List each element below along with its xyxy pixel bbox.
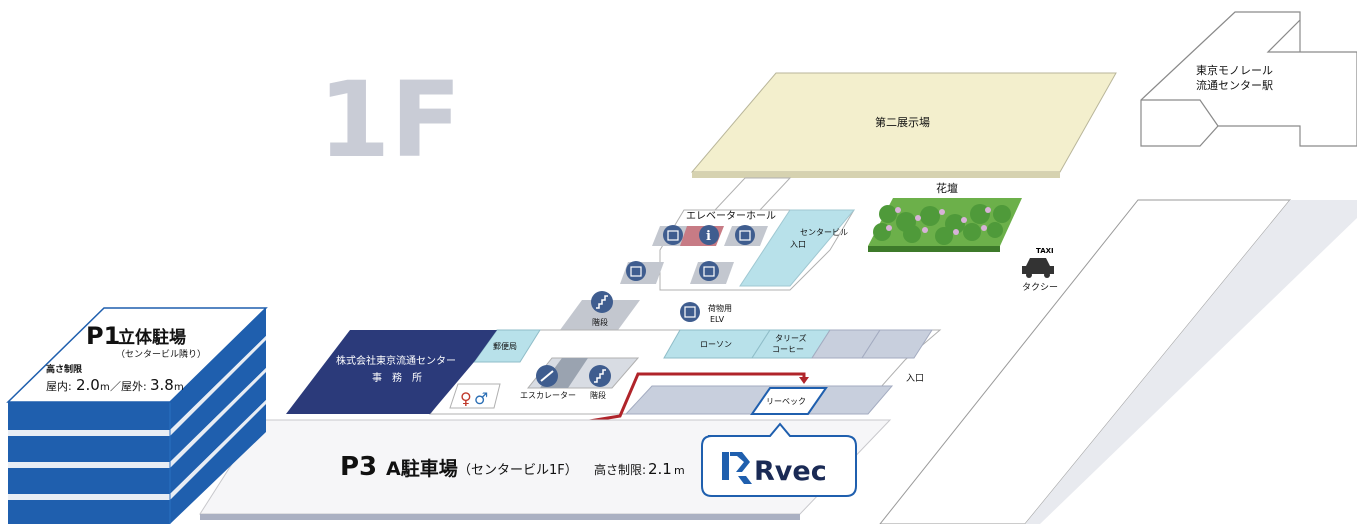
p3-height-value: 2.1 <box>648 460 672 478</box>
elevator-icon <box>699 261 719 281</box>
company-office: 株式会社東京流通センター 事 務 所 <box>286 330 497 414</box>
p1-height-title: 高さ制限 <box>46 363 83 375</box>
p1-indoor-label: 屋内: <box>46 379 72 393</box>
p1-outdoor-label: ／屋外: <box>110 380 147 393</box>
lower-corridor: リーベック 入口 <box>624 373 924 415</box>
stairs2-label: 階段 <box>590 390 606 400</box>
revec-logo: Rvec <box>754 456 827 487</box>
tullys-label-line1: タリーズ <box>775 333 807 343</box>
cargo-elevator: 荷物用 ELV <box>680 302 732 324</box>
elevator-icon <box>663 225 683 245</box>
center-building-entrance-label-line1: センタービル <box>800 228 848 237</box>
elevator-hall-area: エレベーターホール センタービル 入口 i <box>620 209 856 291</box>
connecting-corridor <box>713 177 792 211</box>
escalator-label: エスカレーター <box>520 391 576 400</box>
lawson-label: ローソン <box>700 340 732 349</box>
cargo-elevator-label-line2: ELV <box>710 315 725 324</box>
p3-code: P3 <box>340 452 377 482</box>
svg-text:i: i <box>706 229 711 244</box>
taxi-stand: TAXI タクシー <box>1022 247 1058 293</box>
taxi-icon <box>1022 258 1054 274</box>
center-building-entrance-label-line2: 入口 <box>790 240 806 249</box>
flowerbed: 花壇 <box>868 181 1022 252</box>
flowerbed-label: 花壇 <box>936 181 958 195</box>
monorail-station: 東京モノレール 流通センター駅 <box>1140 11 1357 147</box>
elevator-hall-label: エレベーターホール <box>686 210 776 222</box>
walkway <box>879 199 1357 524</box>
elevator-icon <box>626 261 646 281</box>
entrance-label: 入口 <box>906 373 924 384</box>
restroom: ♀ ♂ <box>449 383 501 409</box>
stairs-upper: 階段 <box>560 291 640 330</box>
office-label-line1: 株式会社東京流通センター <box>336 354 456 367</box>
cargo-elevator-label-line1: 荷物用 <box>708 303 732 313</box>
p3-unit: m <box>674 464 685 477</box>
second-exhibition-hall: 第二展示場 <box>690 72 1117 178</box>
p1-name: 立体駐場 <box>118 327 186 348</box>
taxi-sign: TAXI <box>1036 247 1054 255</box>
p1-code: P1 <box>86 322 120 350</box>
p3-height-label: 高さ制限: <box>594 462 646 477</box>
stairs-label: 階段 <box>592 317 608 327</box>
revec-logo-icon <box>722 452 752 484</box>
shops-row: ローソン タリーズ コーヒー <box>663 329 933 359</box>
revec-booth-label: リーベック <box>766 397 806 406</box>
revec-booth <box>750 387 828 415</box>
escalator-stairs: エスカレーター 階段 <box>520 357 640 400</box>
p3-name: A駐車場 <box>386 457 458 480</box>
second-hall-label: 第二展示場 <box>875 115 930 129</box>
p3-sub: （センタービル1F） <box>458 463 578 478</box>
post-office-label: 郵便局 <box>493 341 517 351</box>
p1-indoor-value: 2.0 <box>76 376 100 394</box>
monorail-station-label-line1: 東京モノレール <box>1196 63 1273 77</box>
floor-label: 1F <box>318 59 461 181</box>
p1-outdoor-value: 3.8 <box>150 376 174 394</box>
tullys-label-line2: コーヒー <box>772 345 804 354</box>
taxi-label: タクシー <box>1022 282 1058 293</box>
p1-outdoor-unit: m <box>174 382 184 393</box>
cargo-elevator-icon <box>680 302 700 322</box>
office-label-line2: 事 務 所 <box>372 371 422 384</box>
women-restroom-icon: ♀ <box>460 389 472 408</box>
revec-callout: Rvec <box>701 422 857 497</box>
men-restroom-icon: ♂ <box>474 389 488 408</box>
p1-indoor-unit: m <box>100 382 110 393</box>
elevator-icon <box>735 225 755 245</box>
monorail-station-label-line2: 流通センター駅 <box>1196 78 1273 92</box>
p1-sub: （センタービル隣り） <box>116 348 206 360</box>
info-icon <box>699 225 719 245</box>
p1-parking-building: P1 立体駐場 （センタービル隣り） 高さ制限 屋内: 2.0 m ／屋外: 3… <box>6 307 268 524</box>
